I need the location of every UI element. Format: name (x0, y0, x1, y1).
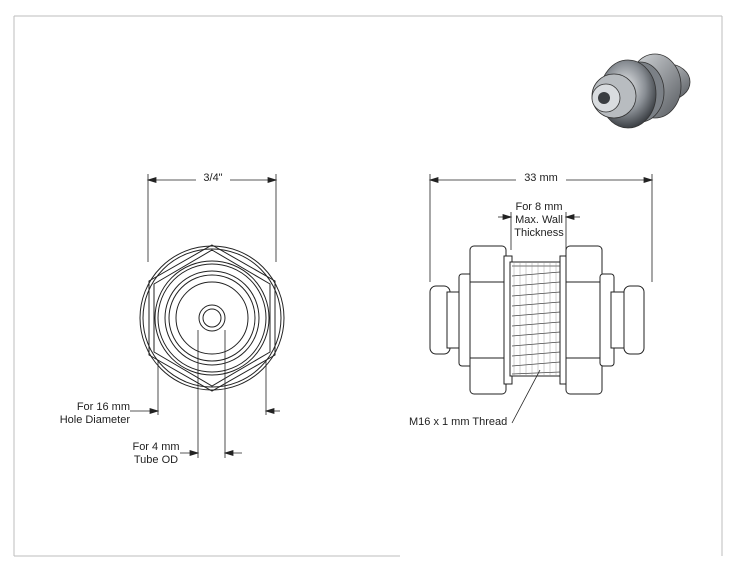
thread-pattern (511, 262, 561, 376)
length-dimension-label: 33 mm (524, 172, 558, 184)
isometric-thumbnail (591, 53, 691, 129)
tube-od-label: For 4 mm Tube OD (116, 441, 196, 467)
thread-spec-label: M16 x 1 mm Thread (409, 416, 508, 428)
wall-label-line-1: For 8 mm (515, 201, 563, 213)
hole-label-line-1: For 16 mm (76, 401, 130, 413)
tube-label-line-2: Tube OD (133, 454, 179, 466)
wall-label-line-3: Thickness (514, 227, 564, 239)
wall-thickness-label: For 8 mm Max. Wall Thickness (504, 201, 574, 240)
side-view (429, 245, 645, 395)
side-view-dimensions (428, 174, 654, 424)
hole-diameter-label: For 16 mm Hole Diameter (48, 401, 130, 427)
wall-label-line-2: Max. Wall (515, 214, 563, 226)
front-view (139, 244, 285, 392)
front-view-dimensions (130, 174, 280, 458)
sheet-frame (13, 15, 723, 557)
hole-label-line-2: Hole Diameter (59, 414, 130, 426)
width-dimension-label: 3/4" (203, 172, 223, 184)
tube-label-line-1: For 4 mm (132, 441, 180, 453)
